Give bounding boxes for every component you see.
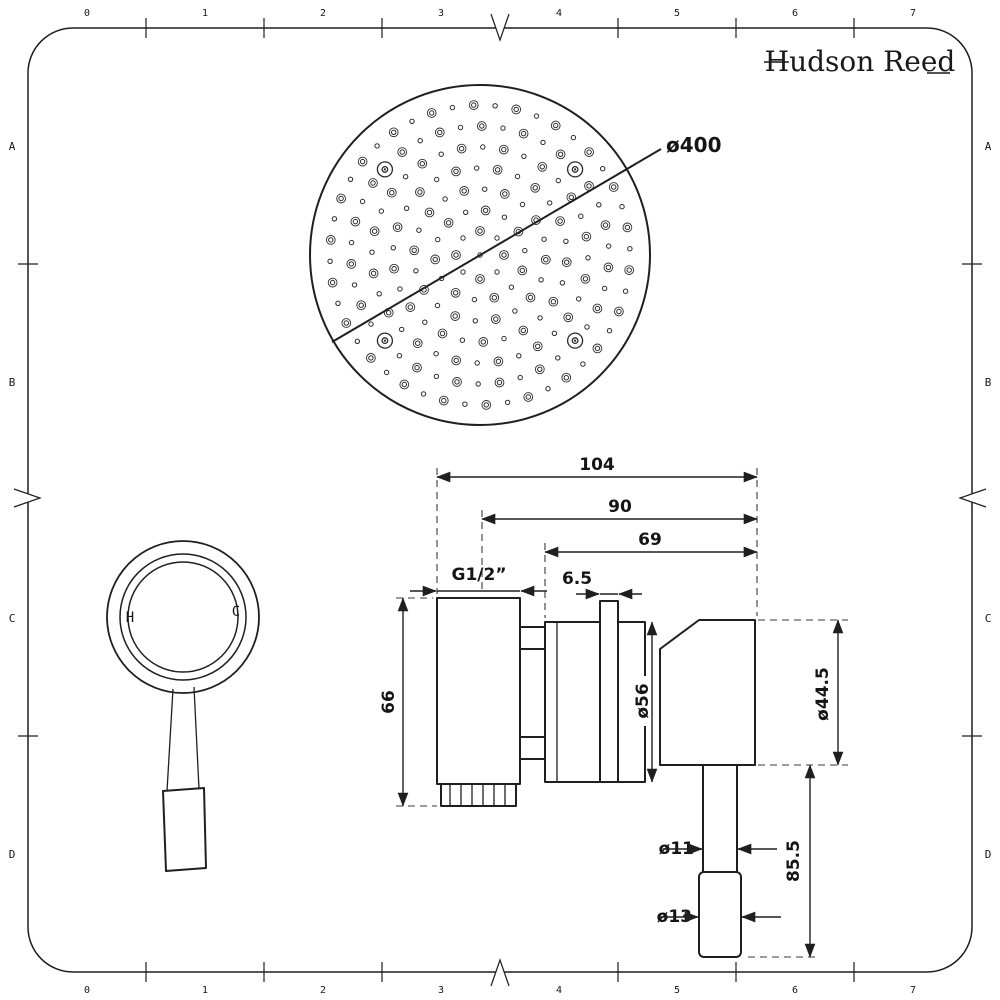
- center-mark-right: [958, 488, 987, 508]
- ruler-numbers-bottom: 0 1 2 3 4 5 6 7: [84, 985, 916, 996]
- ruler-number: 4: [556, 8, 562, 19]
- ruler-number: 6: [792, 985, 798, 996]
- diameter-line: [331, 148, 662, 343]
- dim-thread-label: G1/2”: [452, 565, 507, 585]
- dim-d56-label: ø56: [633, 683, 653, 718]
- cold-indicator-label: C: [232, 604, 240, 620]
- ruler-letter: D: [985, 848, 992, 861]
- ruler-letter: D: [9, 848, 16, 861]
- valve-side-view: [436, 597, 756, 958]
- mounting-flange: [599, 600, 619, 783]
- handle-tube: [702, 764, 738, 873]
- ruler-number: 6: [792, 8, 798, 19]
- connector-tab-top: [519, 626, 546, 650]
- ruler-number: 4: [556, 985, 562, 996]
- dim-d44-5-label: ø44.5: [813, 667, 833, 721]
- center-mark-left: [13, 488, 42, 508]
- ruler-number: 1: [202, 8, 208, 19]
- ruler-letter: C: [9, 612, 16, 625]
- ruler-letter: B: [9, 376, 16, 389]
- ruler-number: 3: [438, 985, 444, 996]
- ruler-number: 1: [202, 985, 208, 996]
- connector-tab-bottom: [519, 736, 546, 760]
- ruler-letter: A: [985, 140, 992, 153]
- ruler-number: 0: [84, 985, 90, 996]
- ruler-number: 2: [320, 8, 326, 19]
- handle-grip-front: [162, 787, 207, 872]
- center-marks: [13, 13, 987, 987]
- handle-grip-side: [698, 871, 742, 958]
- ruler-letters-right: A B C D: [985, 140, 992, 861]
- ruler-letter: A: [9, 140, 16, 153]
- ruler-number: 0: [84, 8, 90, 19]
- valve-dial: [127, 561, 239, 673]
- ruler-numbers-top: 0 1 2 3 4 5 6 7: [84, 8, 916, 19]
- ruler-ticks: [18, 18, 982, 982]
- dimensions: 104 90 69 G1/2” 6.5 66 ø56 ø44.5 85.5 ø1…: [379, 455, 848, 958]
- handle-stem-left-edge: [166, 688, 174, 792]
- hex-nut: [440, 783, 517, 807]
- center-mark-top: [490, 13, 510, 42]
- hot-indicator-label: H: [126, 610, 134, 626]
- dim-90-label: 90: [608, 497, 632, 517]
- dim-66-label: 66: [379, 690, 399, 714]
- handle-stem-right-edge: [193, 686, 200, 790]
- brand-logo: Hudson Reed: [764, 45, 955, 78]
- ruler-number: 7: [910, 8, 916, 19]
- showerhead-diameter-label: ø400: [666, 133, 722, 157]
- ruler-number: 5: [674, 8, 680, 19]
- valve-front-view: H C: [106, 540, 260, 872]
- ruler-letters-left: A B C D: [9, 140, 16, 861]
- ruler-number: 5: [674, 985, 680, 996]
- valve-body: [436, 597, 521, 785]
- ruler-number: 3: [438, 8, 444, 19]
- showerhead-top-view: ø400: [309, 84, 722, 426]
- dim-6-5-label: 6.5: [562, 569, 592, 589]
- cartridge-cylinder: [544, 621, 646, 783]
- ruler-number: 2: [320, 985, 326, 996]
- dim-69-label: 69: [638, 530, 662, 550]
- brand-name: Hudson Reed: [765, 45, 956, 78]
- center-mark-bottom: [490, 958, 510, 987]
- nozzle-pattern: [325, 100, 635, 410]
- dim-85-5-label: 85.5: [784, 840, 804, 882]
- ruler-letter: C: [985, 612, 992, 625]
- dim-104-label: 104: [579, 455, 615, 475]
- ruler-letter: B: [985, 376, 992, 389]
- handle-hub: [659, 619, 756, 766]
- ruler-number: 7: [910, 985, 916, 996]
